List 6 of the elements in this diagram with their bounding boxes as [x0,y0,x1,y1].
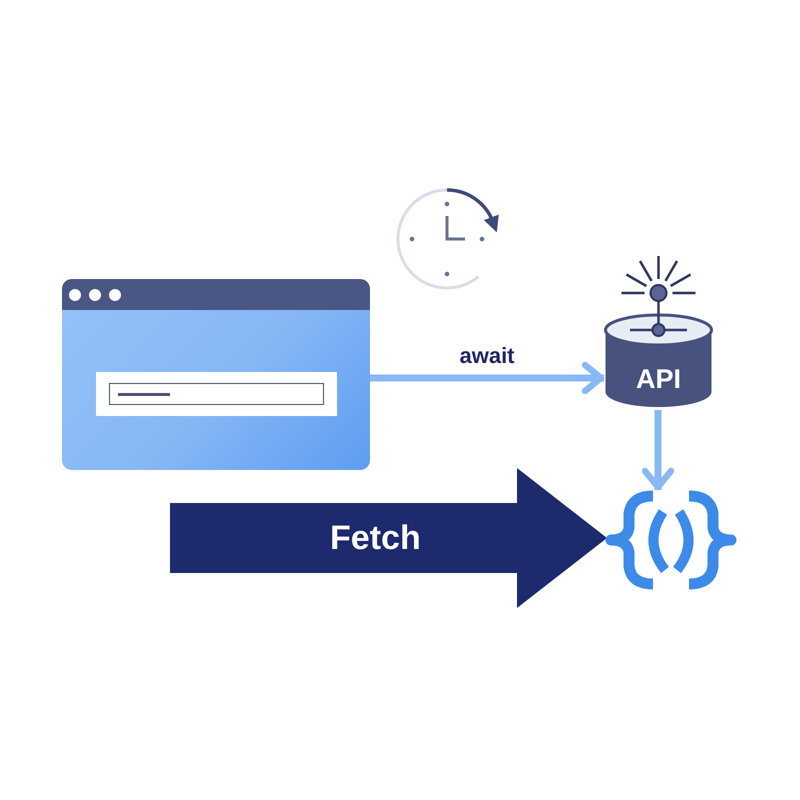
arrow [642,410,674,490]
arrow [370,362,604,394]
browser-window [62,279,370,470]
edge-label: Fetch [330,519,421,557]
node-label: API [636,363,681,395]
block-arrow [170,468,607,608]
